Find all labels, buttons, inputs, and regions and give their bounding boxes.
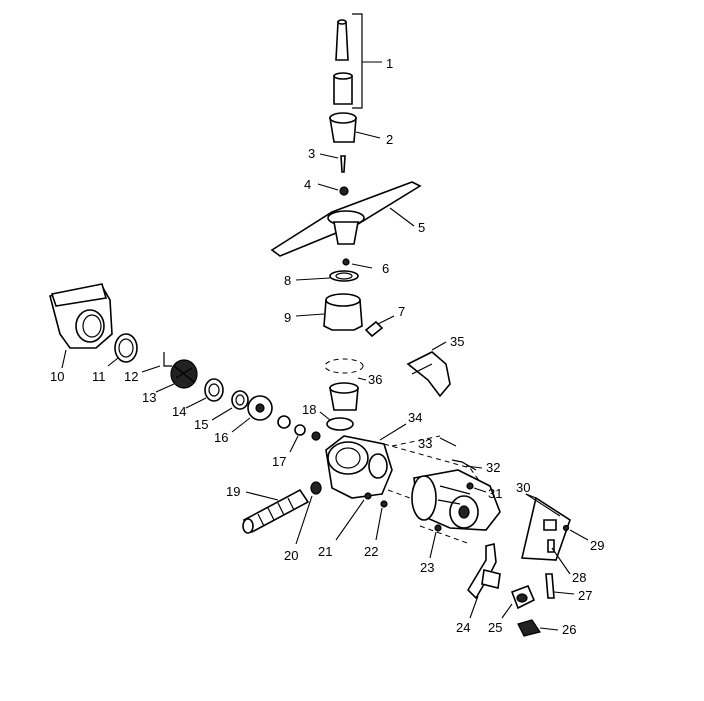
part-34-pump-body — [325, 423, 407, 499]
part-24-bracket — [466, 543, 501, 619]
callout-15: 15 — [194, 417, 208, 432]
part-16-seal — [231, 395, 273, 433]
callout-24: 24 — [456, 620, 470, 635]
callout-6: 6 — [382, 261, 389, 276]
callout-23: 23 — [420, 560, 434, 575]
callout-20: 20 — [284, 548, 298, 563]
part-10-drain-housing — [49, 283, 113, 369]
part-27-pin — [545, 573, 575, 599]
part-22-small-part — [375, 500, 388, 541]
part-1-upper-tube — [333, 13, 382, 109]
callout-31: 31 — [488, 486, 502, 501]
callout-3: 3 — [308, 146, 315, 161]
part-3-screw — [319, 153, 346, 173]
part-6-ball — [342, 258, 373, 269]
callout-22: 22 — [364, 544, 378, 559]
callout-33: 33 — [418, 436, 432, 451]
part-14-washer — [185, 378, 224, 409]
callout-19: 19 — [226, 484, 240, 499]
part-21-small-part — [335, 492, 372, 541]
part-8-seal-ring — [295, 270, 359, 282]
part-9-housing — [295, 293, 363, 331]
callout-10: 10 — [50, 369, 64, 384]
callout-8: 8 — [284, 273, 291, 288]
callout-17: 17 — [272, 454, 286, 469]
part-7-clip — [364, 315, 395, 338]
part-25-clamp — [501, 584, 536, 619]
callout-30: 30 — [516, 480, 530, 495]
part-30-plate — [521, 493, 571, 561]
part-20-spring — [295, 481, 322, 545]
callout-29: 29 — [590, 538, 604, 553]
part-5-spray-arm — [270, 181, 422, 257]
motor-assembly — [411, 469, 501, 531]
callout-21: 21 — [318, 544, 332, 559]
part-23-screw — [419, 524, 471, 559]
callout-28: 28 — [572, 570, 586, 585]
part-13-impeller — [155, 359, 198, 393]
part-28-screw — [547, 539, 571, 575]
callout-7: 7 — [398, 304, 405, 319]
callout-5: 5 — [418, 220, 425, 235]
callout-36: 36 — [368, 372, 382, 387]
callout-11: 11 — [92, 369, 106, 384]
part-2-coupling — [329, 112, 381, 143]
callout-12: 12 — [124, 369, 138, 384]
callout-9: 9 — [284, 310, 291, 325]
part-32-wire-clip — [451, 459, 483, 471]
part-18-clamp — [319, 411, 354, 431]
part-12-pin — [141, 352, 172, 373]
part-4-nut — [317, 183, 349, 196]
callout-32: 32 — [486, 460, 500, 475]
part-36-diaphragm — [324, 358, 367, 411]
callout-13: 13 — [142, 390, 156, 405]
callout-27: 27 — [578, 588, 592, 603]
part-11-gasket — [107, 333, 138, 367]
callout-14: 14 — [172, 404, 186, 419]
part-35-inlet — [406, 341, 451, 398]
callout-18: 18 — [302, 402, 316, 417]
part-19-worm-shaft — [242, 488, 310, 534]
part-31-screw — [466, 482, 487, 493]
callout-1: 1 — [386, 56, 393, 71]
callout-25: 25 — [488, 620, 502, 635]
callout-26: 26 — [562, 622, 576, 637]
part-17-fasteners — [277, 415, 321, 453]
callout-35: 35 — [450, 334, 464, 349]
part-26-clip — [517, 619, 559, 637]
callout-4: 4 — [304, 177, 311, 192]
callout-2: 2 — [386, 132, 393, 147]
part-29-screw — [562, 524, 589, 541]
part-15-ring — [211, 390, 249, 421]
callout-16: 16 — [214, 430, 228, 445]
callout-34: 34 — [408, 410, 422, 425]
